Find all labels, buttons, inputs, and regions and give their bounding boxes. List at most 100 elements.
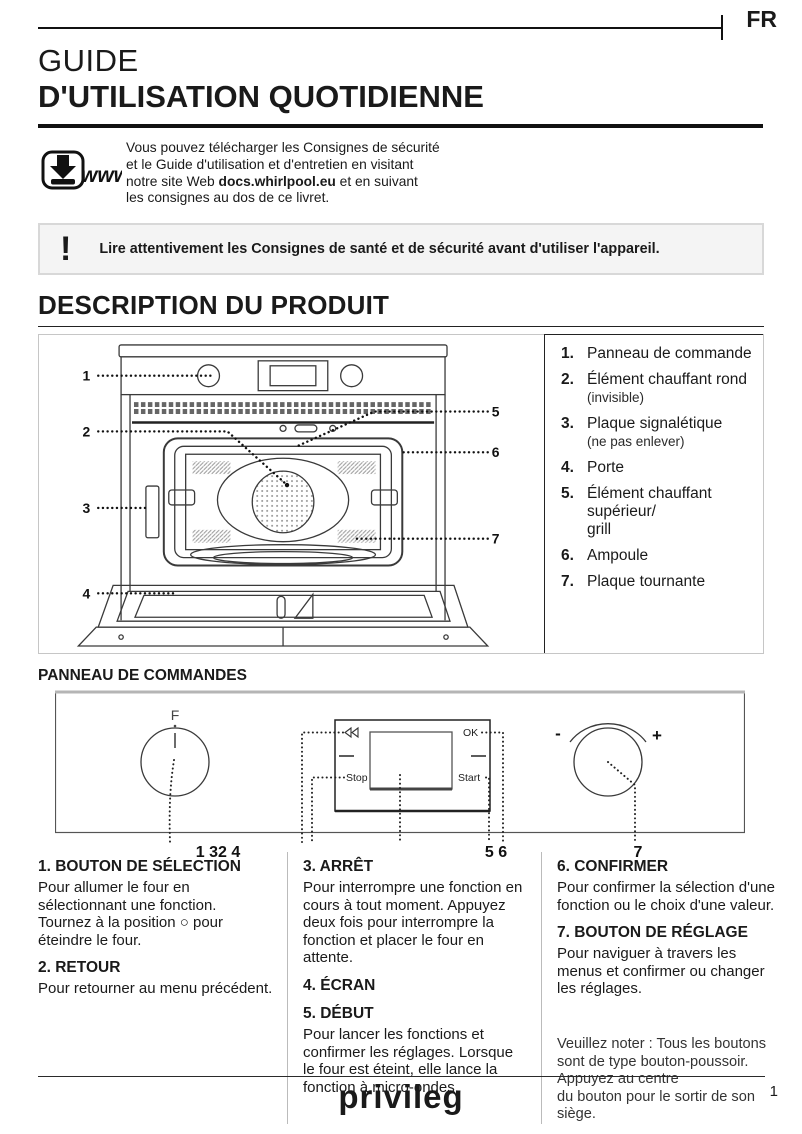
callout-6: 6 — [492, 444, 500, 460]
callout-3: 3 — [83, 500, 91, 516]
control-body: Pour allumer le four en sélectionnant un… — [38, 879, 224, 949]
control-block-4: 4. ÉCRAN — [303, 977, 527, 995]
exclamation-icon: ! — [60, 230, 72, 269]
callout-7: 7 — [492, 531, 500, 547]
item-number: 5. — [561, 485, 574, 503]
product-list: 1. Panneau de commande 2. Élément chauff… — [544, 334, 763, 654]
panel-callout-left: 1 32 4 — [196, 844, 241, 860]
product-figure: 1 2 3 4 5 6 7 1. Panneau de commande 2. … — [38, 334, 764, 655]
item-number: 4. — [561, 459, 574, 477]
control-body: Pour confirmer la sélection d'une foncti… — [557, 879, 775, 914]
control-block-7: 7. BOUTON DE RÉGLAGE Pour naviguer à tra… — [557, 924, 776, 998]
section-heading-panel: PANNEAU DE COMMANDES — [38, 667, 247, 685]
item-label: Plaque tournante — [587, 573, 706, 591]
controls-column-1: 1. BOUTON DE SÉLECTION Pour allumer le f… — [38, 852, 287, 1124]
control-title: 4. ÉCRAN — [303, 976, 376, 994]
list-item: 4. Porte — [561, 459, 759, 477]
download-line-1: Vous pouvez télécharger les Consignes de… — [126, 140, 440, 155]
round-heating-element — [216, 457, 350, 543]
list-item: 5. Élément chauffant supérieur/ grill — [561, 485, 759, 539]
control-block-1: 1. BOUTON DE SÉLECTION Pour allumer le f… — [38, 858, 273, 949]
item-label: Élément chauffant supérieur/ grill — [587, 485, 712, 539]
oven-cavity — [162, 437, 404, 567]
language-badge: FR — [746, 6, 777, 32]
warning-text: Lire attentivement les Consignes de sant… — [99, 241, 660, 258]
control-title: 1. BOUTON DE SÉLECTION — [38, 858, 241, 875]
panel-callout-right: 7 — [634, 844, 643, 860]
product-heading-rule — [38, 326, 764, 328]
function-indicator-f: F — [171, 707, 180, 723]
download-line-3-post: et en suivant — [335, 173, 418, 189]
title-line-2: D'UTILISATION QUOTIDIENNE — [38, 79, 484, 114]
stop-label: Stop — [346, 772, 368, 784]
control-panel-diagram: F Stop OK Start - + 1 32 4 5 6 7 — [54, 690, 802, 865]
rating-plate — [145, 485, 160, 539]
download-line-3: notre site Web docs.whirlpool.eu et en s… — [126, 174, 440, 191]
list-item: 3. Plaque signalétique(ne pas enlever) — [561, 415, 759, 451]
list-item: 7. Plaque tournante — [561, 573, 759, 591]
adjust-knob — [573, 727, 643, 797]
download-site-url: docs.whirlpool.eu — [218, 173, 336, 189]
brand-logo: privileg — [338, 1078, 464, 1115]
control-block-3: 3. ARRÊT Pour interrompre une fonction e… — [303, 858, 527, 967]
item-note: (ne pas enlever) — [587, 434, 685, 450]
item-label-text: Plaque signalétique — [587, 415, 723, 433]
list-item: 1. Panneau de commande — [561, 345, 759, 363]
control-block-2: 2. RETOUR Pour retourner au menu précéde… — [38, 959, 273, 998]
item-label: Ampoule — [587, 547, 649, 565]
item-label: Panneau de commande — [587, 345, 752, 363]
page-number: 1 — [769, 1083, 778, 1100]
control-title: 7. BOUTON DE RÉGLAGE — [557, 924, 748, 942]
footer-rule — [38, 1076, 765, 1077]
start-label: Start — [458, 772, 480, 784]
title-underline — [38, 124, 763, 128]
title-line-1: GUIDE — [38, 43, 139, 78]
selection-knob — [140, 727, 210, 797]
download-text: Vous pouvez télécharger les Consignes de… — [126, 140, 440, 207]
control-title: 5. DÉBUT — [303, 1004, 374, 1022]
diagram-right-knob — [340, 364, 364, 388]
callout-4: 4 — [83, 586, 91, 602]
control-body: Pour interrompre une fonction en cours à… — [303, 879, 523, 967]
diagram-display — [257, 360, 329, 392]
control-body: Pour naviguer à travers les menus et con… — [557, 945, 765, 998]
item-label-text: Élément chauffant rond — [587, 371, 747, 389]
download-www-icon: www — [40, 146, 132, 201]
control-body: Pour retourner au menu précédent. — [38, 980, 273, 998]
warning-box: ! Lire attentivement les Consignes de sa… — [38, 223, 764, 276]
header-rule — [38, 27, 723, 29]
section-heading-product: DESCRIPTION DU PRODUIT — [38, 290, 390, 321]
page-title: GUIDE D'UTILISATION QUOTIDIENNE — [38, 44, 764, 115]
oven-line-art — [76, 344, 490, 647]
www-label: www — [81, 164, 122, 187]
control-title: 6. CONFIRMER — [557, 858, 669, 875]
item-label: Porte — [587, 459, 625, 477]
item-number: 6. — [561, 547, 574, 565]
note-text: Veuillez noter : Tous les boutons sont d… — [557, 1035, 767, 1123]
item-number: 2. — [561, 371, 574, 389]
item-number: 7. — [561, 573, 574, 591]
callout-2: 2 — [83, 424, 91, 440]
callout-1: 1 — [83, 368, 91, 384]
control-title: 2. RETOUR — [38, 959, 121, 977]
control-block-6: 6. CONFIRMER Pour confirmer la sélection… — [557, 858, 776, 914]
item-note: (invisible) — [587, 390, 645, 406]
callout-5: 5 — [492, 404, 500, 420]
control-title: 3. ARRÊT — [303, 858, 374, 875]
item-label: Plaque signalétique(ne pas enlever) — [587, 415, 722, 451]
turntable — [189, 544, 377, 566]
control-block-5: 5. DÉBUT Pour lancer les fonctions et co… — [303, 1005, 527, 1096]
header-rule-tick — [721, 15, 723, 40]
controls-column-3: 6. CONFIRMER Pour confirmer la sélection… — [541, 852, 790, 1124]
list-item: 6. Ampoule — [561, 547, 759, 565]
back-icon — [344, 727, 359, 739]
download-line-4: les consignes au dos de ce livret. — [126, 190, 330, 206]
oven-diagram: 1 2 3 4 5 6 7 — [39, 335, 544, 653]
controls-columns: 1. BOUTON DE SÉLECTION Pour allumer le f… — [38, 852, 790, 1124]
panel-leader-lines — [168, 731, 636, 844]
callout-leader-lines — [97, 374, 489, 595]
page-footer: privileg 1 — [0, 1076, 802, 1134]
ok-label: OK — [463, 727, 478, 739]
rotate-arc — [569, 723, 647, 743]
